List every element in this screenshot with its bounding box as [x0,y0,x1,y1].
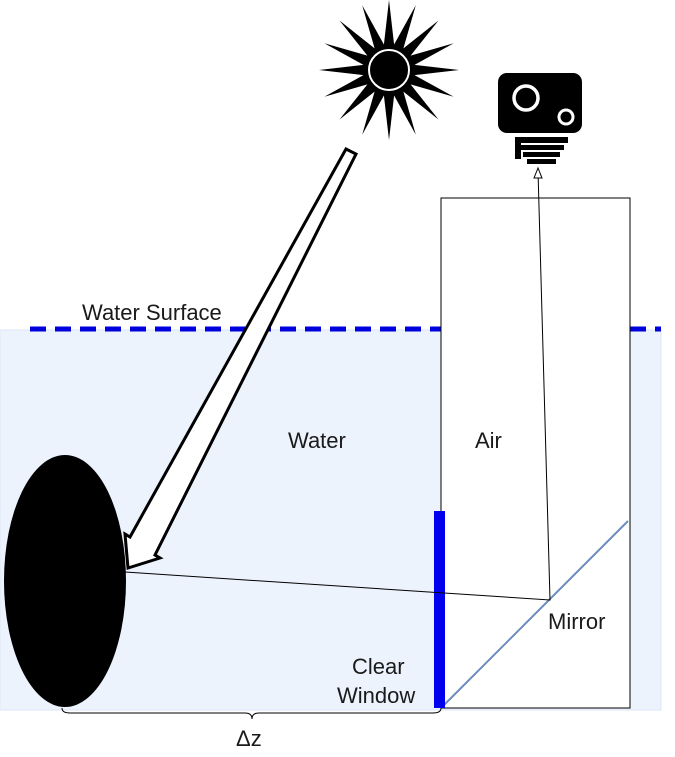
delta-z-label: Δz [236,726,262,751]
air-enclosure [440,197,631,709]
clear-window [434,511,445,708]
mirror-line [442,520,629,707]
mirror-label: Mirror [548,609,605,634]
air-label: Air [475,428,502,453]
light-ray-arrowhead [533,166,543,179]
water-label: Water [288,428,346,453]
sun-core [368,49,410,91]
sunlight-arrow [123,147,359,570]
light-ray-path [124,170,551,601]
clear-window-label-line2: Window [337,683,415,708]
sun-icon [319,0,459,140]
water-surface-label: Water Surface [82,300,222,325]
delta-z-bracket [61,707,442,720]
camera-icon [498,73,582,164]
target-object [4,455,126,707]
clear-window-label-line1: Clear [352,654,405,679]
